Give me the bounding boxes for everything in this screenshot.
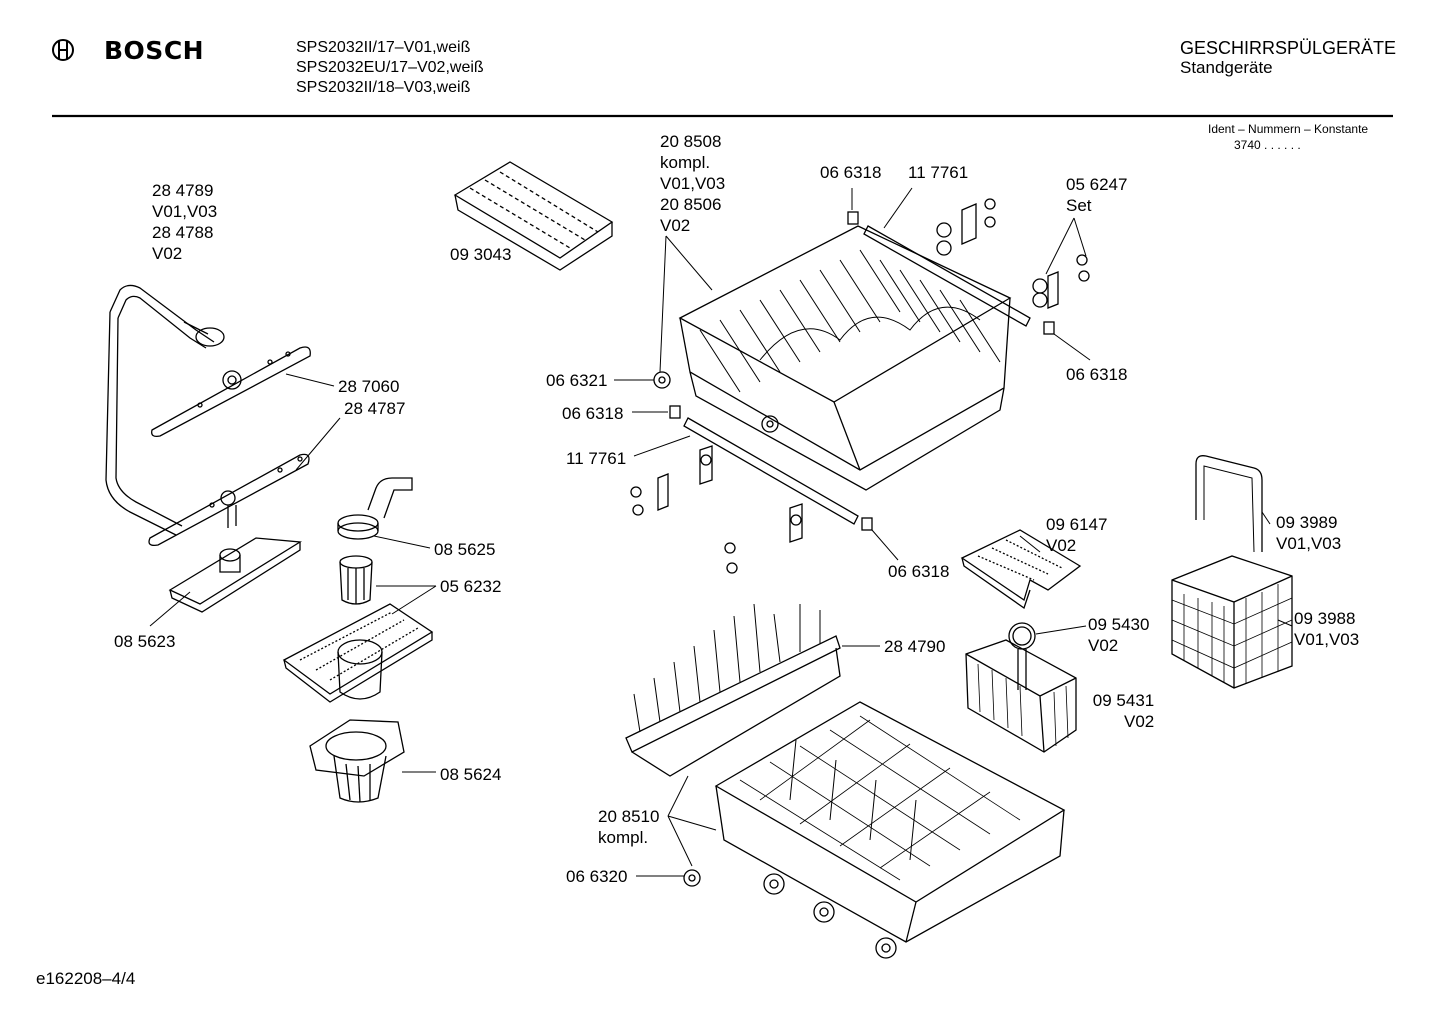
cutlery-insert-drawing xyxy=(960,529,1082,610)
part-number: 20 8510 xyxy=(598,807,660,826)
part-label-085625: 08 5625 xyxy=(434,540,496,559)
part-variant: V02 xyxy=(152,244,183,263)
part-variant: V02 xyxy=(1088,636,1119,655)
part-variant: V01,V03 xyxy=(1294,630,1360,649)
part-number: 05 6247 xyxy=(1066,175,1128,194)
bosch-logo-icon xyxy=(52,39,74,61)
upper-spray-arm-drawing xyxy=(151,346,311,438)
part-variant: V01,V03 xyxy=(660,174,726,193)
part-variant: V02 xyxy=(1046,536,1077,555)
lower-nozzle-drawing xyxy=(168,537,302,613)
category-title: GESCHIRRSPÜLGERÄTE xyxy=(1180,38,1397,58)
rail-top-drawing xyxy=(863,225,1031,327)
supply-pipe-drawing xyxy=(105,284,225,536)
filter-plate-drawing xyxy=(282,603,434,703)
model-list: SPS2032II/17–V01,weiß SPS2032EU/17–V02,w… xyxy=(296,38,484,98)
part-label-208508: 20 8508 kompl. V01,V03 20 8506 V02 xyxy=(660,131,725,236)
part-number: 09 3988 xyxy=(1294,609,1356,628)
part-variant: V02 xyxy=(1124,712,1155,731)
part-number: 28 4788 xyxy=(152,223,214,242)
cutlery-basket-drawing xyxy=(1171,455,1293,689)
model-line-2: SPS2032EU/17–V02,weiß xyxy=(296,59,484,76)
part-label-117761-mid: 11 7761 xyxy=(566,449,627,468)
ident-value: 3740 . . . . . . xyxy=(1234,138,1301,152)
part-label-066320: 06 6320 xyxy=(566,867,628,886)
fine-filter-drawing xyxy=(339,555,373,605)
part-variant: kompl. xyxy=(598,828,649,847)
document-id: e162208–4/4 xyxy=(36,969,136,988)
part-number: 28 4789 xyxy=(152,181,214,200)
part-variant: V01,V03 xyxy=(1276,534,1342,553)
part-number: 09 5431 xyxy=(1092,691,1155,710)
ident-label: Ident – Nummern – Konstante xyxy=(1208,122,1369,136)
part-variant: V02 xyxy=(660,216,691,235)
part-number: 20 8506 xyxy=(660,195,722,214)
part-variant: V01,V03 xyxy=(152,202,218,221)
part-label-284790: 28 4790 xyxy=(884,637,946,656)
part-label-284789: 28 4789 V01,V03 28 4788 V02 xyxy=(152,180,217,264)
part-label-056247: 05 6247 Set xyxy=(1066,174,1127,216)
part-label-117761-top: 11 7761 xyxy=(908,163,969,182)
part-label-095431: 09 5431 V02 xyxy=(1088,690,1154,732)
brand-name: BOSCH xyxy=(104,36,205,65)
part-label-066318-right: 06 6318 xyxy=(1066,365,1128,384)
small-basket-drawing xyxy=(965,622,1077,753)
model-line-1: SPS2032II/17–V01,weiß xyxy=(296,39,471,56)
part-label-093988: 09 3988 V01,V03 xyxy=(1294,608,1359,650)
part-number: 09 3989 xyxy=(1276,513,1338,532)
plate-rack-drawing xyxy=(625,603,841,777)
part-label-066318-top: 06 6318 xyxy=(820,163,882,182)
part-label-093043: 09 3043 xyxy=(450,245,512,264)
lower-spray-arm-drawing xyxy=(148,453,310,546)
category-subtitle: Standgeräte xyxy=(1180,58,1273,77)
upper-basket-drawing xyxy=(678,225,1012,491)
part-label-085623: 08 5623 xyxy=(114,632,176,651)
micro-filter-drawing xyxy=(309,719,405,803)
part-number: 09 5430 xyxy=(1088,615,1150,634)
model-line-3: SPS2032II/18–V03,weiß xyxy=(296,79,471,96)
product-category: GESCHIRRSPÜLGERÄTE Standgeräte xyxy=(1180,38,1396,78)
part-label-093989: 09 3989 V01,V03 xyxy=(1276,512,1341,554)
part-number: 09 6147 xyxy=(1046,515,1108,534)
rail-mid-drawing xyxy=(683,417,859,525)
cup-shelf-drawing xyxy=(453,161,614,271)
part-label-066321: 06 6321 xyxy=(546,371,608,390)
part-label-066318-low: 06 6318 xyxy=(888,562,950,581)
part-label-287060: 28 7060 xyxy=(338,377,400,396)
clip-parts-drawing xyxy=(653,211,1055,887)
part-label-208510: 20 8510 kompl. xyxy=(598,806,659,848)
roller-set-drawing xyxy=(630,198,1090,574)
part-variant: Set xyxy=(1066,196,1092,215)
part-label-284787: 28 4787 xyxy=(344,399,406,418)
part-label-095430: 09 5430 V02 xyxy=(1088,614,1149,656)
part-label-096147: 09 6147 V02 xyxy=(1046,514,1107,556)
lower-basket-drawing xyxy=(714,701,1066,959)
part-label-085624: 08 5624 xyxy=(440,765,502,784)
part-label-056232: 05 6232 xyxy=(440,577,502,596)
leader-lines xyxy=(149,187,1293,877)
part-variant: kompl. xyxy=(660,153,711,172)
part-label-066318-mid: 06 6318 xyxy=(562,404,624,423)
part-number: 20 8508 xyxy=(660,132,722,151)
standpipe-drawing xyxy=(337,477,413,540)
